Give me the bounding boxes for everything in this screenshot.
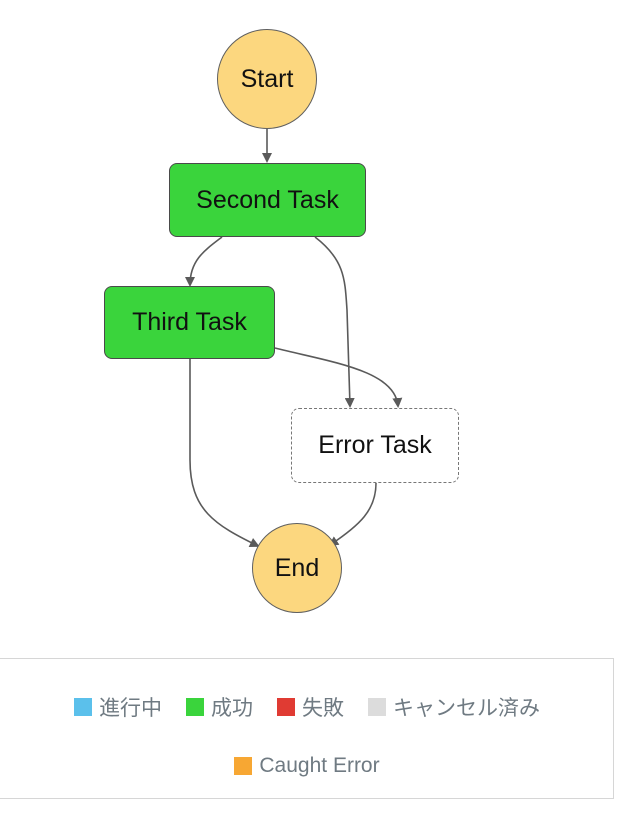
third-task-node[interactable]: Third Task [104, 286, 275, 359]
legend-swatch-cancelled [368, 698, 386, 716]
start-node[interactable]: Start [217, 29, 317, 129]
legend-item-succeeded: 成功 [186, 692, 253, 722]
graph-edges [185, 129, 403, 547]
legend-label-caught-error: Caught Error [259, 754, 380, 777]
error-task-label: Error Task [318, 431, 432, 459]
legend-item-cancelled: キャンセル済み [368, 692, 540, 722]
legend-swatch-caught-error [234, 757, 253, 775]
legend-label-failed: 失敗 [302, 697, 344, 720]
edge-second-to-third [185, 236, 223, 287]
legend-label-in-progress: 進行中 [99, 697, 162, 720]
edge-second-to-error [314, 236, 355, 408]
legend-swatch-in-progress [74, 698, 92, 716]
legend-swatch-failed [277, 698, 295, 716]
legend-item-caught-error: Caught Error [234, 754, 380, 778]
end-node[interactable]: End [252, 523, 342, 613]
third-task-label: Third Task [132, 308, 247, 336]
legend-row: 進行中 成功 失敗 キャンセル済み [0, 692, 614, 722]
error-task-node[interactable]: Error Task [291, 408, 459, 483]
legend-row: Caught Error [0, 754, 614, 778]
second-task-label: Second Task [196, 185, 339, 214]
legend-item-in-progress: 進行中 [74, 692, 162, 722]
legend-item-failed: 失敗 [277, 692, 344, 722]
edge-third-to-error [274, 347, 403, 408]
edge-error-to-end [328, 482, 377, 547]
second-task-node[interactable]: Second Task [169, 163, 366, 237]
start-node-label: Start [240, 64, 294, 93]
legend-label-succeeded: 成功 [211, 697, 253, 720]
edge-third-to-end [189, 359, 260, 547]
legend-label-cancelled: キャンセル済み [393, 697, 540, 720]
status-legend: 進行中 成功 失敗 キャンセル済み Caught Error [0, 658, 614, 799]
legend-swatch-succeeded [186, 698, 204, 716]
end-node-label: End [274, 553, 320, 582]
